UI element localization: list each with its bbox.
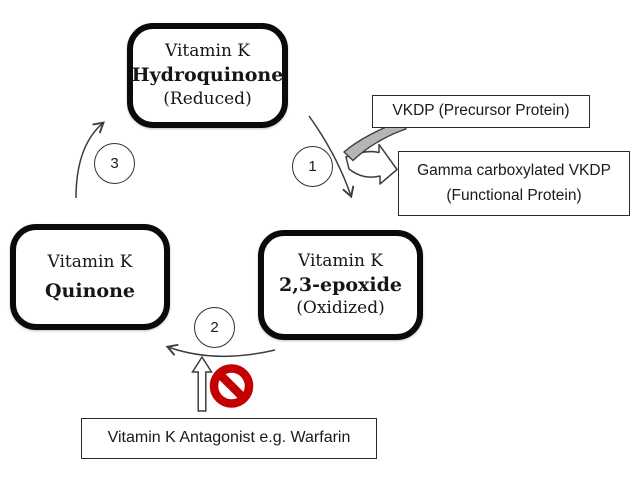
node-quinone-line2: Quinone — [45, 279, 135, 302]
arrow-step1 — [308, 115, 355, 199]
node-hydroquinone-line1: Vitamin K — [165, 41, 250, 62]
node-epoxide-line1: Vitamin K — [298, 250, 383, 271]
step-circle-3-number: 3 — [110, 155, 119, 172]
step-circle-1-number: 1 — [308, 158, 317, 175]
curved-block-arrow-ribbon — [343, 120, 407, 162]
box-vkdp-functional-line2: (Functional Protein) — [446, 186, 582, 204]
node-epoxide: Vitamin K 2,3-epoxide (Oxidized) — [258, 230, 423, 340]
node-hydroquinone-line2: Hydroquinone — [131, 64, 284, 87]
node-hydroquinone: Vitamin K Hydroquinone (Reduced) — [127, 23, 288, 128]
arrow-step2 — [165, 344, 276, 358]
block-up-arrow-icon — [191, 355, 213, 412]
prohibition-icon — [209, 364, 254, 408]
node-quinone-line1: Vitamin K — [47, 251, 133, 272]
step-circle-1: 1 — [292, 146, 333, 187]
node-epoxide-line2: 2,3-epoxide — [279, 273, 402, 296]
box-vkdp-precursor-label: VKDP (Precursor Protein) — [392, 102, 570, 120]
box-antagonist-label: Vitamin K Antagonist e.g. Warfarin — [107, 429, 351, 447]
arrow-step3 — [75, 121, 105, 199]
step-circle-2-number: 2 — [210, 319, 219, 336]
step-circle-3: 3 — [94, 143, 135, 184]
node-hydroquinone-line3: (Reduced) — [163, 88, 252, 109]
step-circle-2: 2 — [194, 307, 235, 348]
box-antagonist: Vitamin K Antagonist e.g. Warfarin — [81, 418, 377, 459]
box-vkdp-precursor: VKDP (Precursor Protein) — [372, 95, 590, 128]
box-vkdp-functional-line1: Gamma carboxylated VKDP — [417, 162, 611, 180]
node-epoxide-line3: (Oxidized) — [296, 298, 385, 319]
box-vkdp-functional: Gamma carboxylated VKDP (Functional Prot… — [398, 151, 630, 216]
node-quinone: Vitamin K Quinone — [10, 224, 170, 330]
